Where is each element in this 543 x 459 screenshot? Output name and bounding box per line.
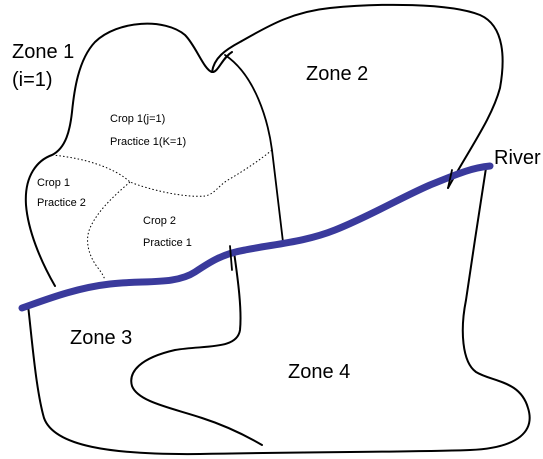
- river-line: [18, 162, 494, 312]
- zone-2-boundary: [211, 3, 504, 189]
- zone-1-label: Zone 1: [12, 41, 74, 63]
- field-crop2-practice1-line1: Crop 2: [143, 215, 176, 227]
- river-tick-right: [447, 169, 453, 189]
- river-tick-left: [229, 245, 233, 271]
- river-label: River: [494, 147, 541, 169]
- field-boundary-upper: [51, 149, 273, 197]
- field-crop1-practice1-line2: Practice 1(K=1): [110, 136, 186, 148]
- zone-4-inner-boundary: [130, 251, 263, 446]
- field-crop1-practice1-line1: Crop 1(j=1): [110, 113, 165, 125]
- field-crop1-practice2-line2: Practice 2: [37, 197, 86, 209]
- zone-3-label: Zone 3: [70, 327, 132, 349]
- zone-1-2-divider: [224, 54, 284, 243]
- zone-1-index-label: (i=1): [12, 69, 53, 91]
- zone-3-4-boundary: [27, 167, 531, 456]
- zone-2-label: Zone 2: [306, 63, 368, 85]
- zone-1-boundary: [24, 22, 233, 287]
- field-boundary-lower: [87, 181, 131, 281]
- zone-4-label: Zone 4: [288, 361, 350, 383]
- field-crop2-practice1-line2: Practice 1: [143, 237, 192, 249]
- field-crop1-practice2-line1: Crop 1: [37, 177, 70, 189]
